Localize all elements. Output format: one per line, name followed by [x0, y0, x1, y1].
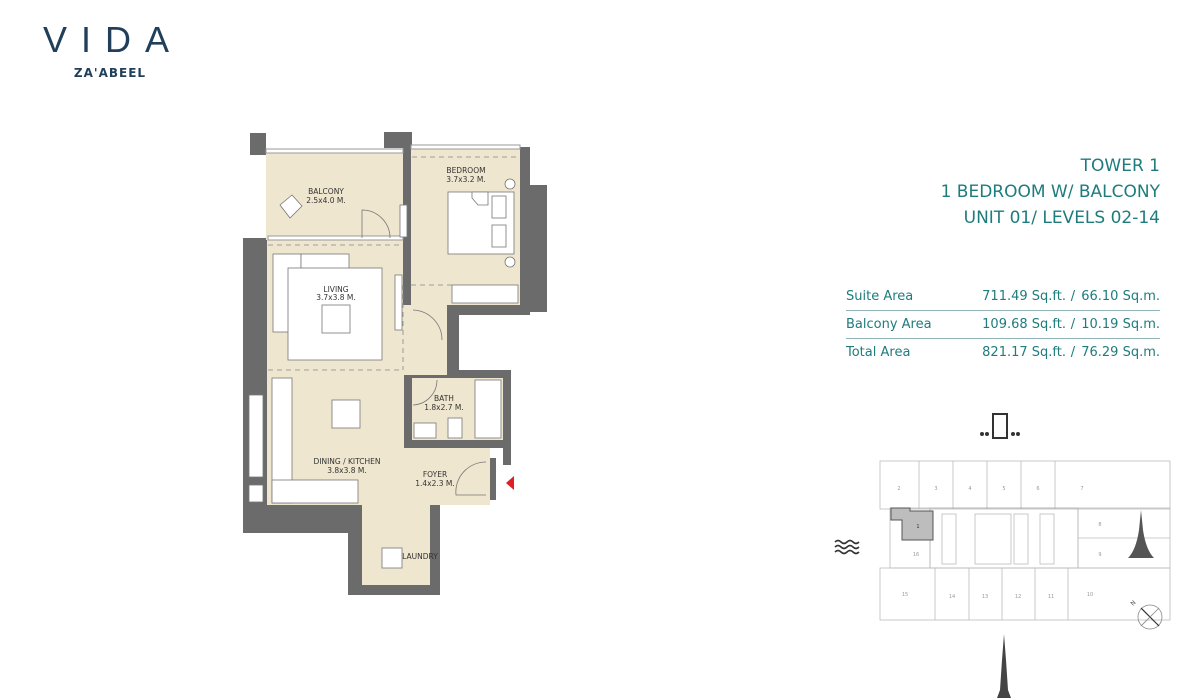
unit-type: 1 BEDROOM W/ BALCONY: [940, 182, 1160, 202]
sink: [413, 422, 437, 439]
brand-location: ZA'ABEEL: [73, 66, 147, 80]
north-compass-icon: N: [1129, 599, 1163, 630]
bathtub: [474, 379, 502, 439]
area-row-total: Total Area 821.17 Sq.ft. / 76.29 Sq.m.: [846, 339, 1160, 366]
area-label: Suite Area: [846, 289, 914, 304]
hall-floor: [403, 305, 447, 375]
balcony-floor: [266, 152, 403, 240]
svg-text:2: 2: [897, 486, 900, 492]
tower-title: TOWER 1: [1080, 156, 1160, 176]
bath-door: [412, 379, 438, 406]
area-label: Balcony Area: [846, 317, 932, 332]
windows: [265, 144, 521, 241]
svg-text:3: 3: [934, 486, 937, 492]
entrance-marker-icon: [506, 476, 514, 490]
area-separator: /: [1070, 345, 1076, 360]
coffee-table: [321, 304, 351, 334]
svg-text:9: 9: [1098, 552, 1101, 558]
area-label: Total Area: [846, 345, 911, 360]
area-sqm: 76.29 Sq.m.: [1081, 345, 1160, 360]
svg-text:14: 14: [949, 594, 955, 600]
key-plan: [879, 413, 1171, 621]
area-sqft: 821.17 Sq.ft.: [982, 345, 1066, 360]
doors: [412, 309, 487, 496]
area-separator: /: [1070, 317, 1076, 332]
room-name-dining-kitchen: DINING / KITCHEN: [313, 457, 380, 466]
laundry-floor: [362, 505, 430, 585]
area-sqft: 109.68 Sq.ft.: [982, 317, 1066, 332]
tv-unit: [394, 274, 403, 331]
room-size-bath: 1.8x2.7 M.: [424, 403, 464, 412]
room-labels: BALCONY 2.5x4.0 M. BEDROOM 3.7x3.2 M. LI…: [306, 166, 486, 561]
area-sqm: 66.10 Sq.m.: [1081, 289, 1160, 304]
room-name-laundry: LAUNDRY: [402, 552, 438, 561]
room-name-balcony: BALCONY: [308, 187, 344, 196]
room-size-bedroom: 3.7x3.2 M.: [446, 175, 486, 184]
foyer-floor: [404, 448, 490, 505]
area-table: Suite Area 711.49 Sq.ft. / 66.10 Sq.m. B…: [846, 283, 1160, 366]
svg-text:15: 15: [902, 592, 908, 598]
highlighted-unit: [890, 507, 934, 541]
svg-text:6: 6: [1036, 486, 1039, 492]
wardrobe: [451, 284, 519, 304]
furniture: [248, 178, 519, 569]
svg-text:4: 4: [968, 486, 971, 492]
balcony-chair: [279, 194, 303, 219]
unit-info: TOWER 1 1 BEDROOM W/ BALCONY UNIT 01/ LE…: [941, 153, 1160, 231]
bedroom-door: [412, 309, 443, 341]
room-size-living: 3.7x3.8 M.: [316, 293, 356, 302]
kitchen-tall-unit: [248, 394, 264, 478]
area-separator: /: [1070, 289, 1076, 304]
svg-text:8: 8: [1098, 522, 1101, 528]
entry-door: [455, 461, 487, 496]
balcony-door: [361, 209, 391, 239]
svg-text:13: 13: [982, 594, 988, 600]
svg-text:10: 10: [1087, 592, 1093, 598]
room-size-balcony: 2.5x4.0 M.: [306, 196, 346, 205]
svg-text:5: 5: [1002, 486, 1005, 492]
brand-logo: VIDA ZA'ABEEL: [30, 19, 190, 81]
room-name-bedroom: BEDROOM: [446, 166, 485, 175]
room-size-dining-kitchen: 3.8x3.8 M.: [327, 466, 367, 475]
north-label: N: [1129, 599, 1137, 607]
washing-machine: [381, 547, 403, 569]
svg-text:16: 16: [913, 552, 919, 558]
bedroom-tv: [399, 204, 408, 238]
water-waves-icon: [834, 539, 860, 555]
tower-icon: [1128, 510, 1154, 558]
svg-text:11: 11: [1048, 594, 1054, 600]
building-icon: [980, 413, 1020, 439]
room-name-living: LIVING: [323, 285, 348, 294]
room-size-foyer: 1.4x2.3 M.: [415, 479, 455, 488]
area-row-suite: Suite Area 711.49 Sq.ft. / 66.10 Sq.m.: [846, 283, 1160, 311]
area-sqft: 711.49 Sq.ft.: [982, 289, 1066, 304]
svg-text:7: 7: [1080, 486, 1083, 492]
unit-levels: UNIT 01/ LEVELS 02-14: [963, 208, 1160, 228]
room-name-bath: BATH: [434, 394, 454, 403]
burj-khalifa-icon: [997, 634, 1011, 698]
brand-name: VIDA: [42, 19, 184, 60]
area-sqm: 10.19 Sq.m.: [1081, 317, 1160, 332]
key-plan-unit-numbers: 2 3 4 5 6 7 1 8 9 16 15 14 13 12 11 10: [897, 486, 1101, 600]
area-row-balcony: Balcony Area 109.68 Sq.ft. / 10.19 Sq.m.: [846, 311, 1160, 339]
svg-text:12: 12: [1015, 594, 1021, 600]
toilet: [447, 417, 463, 439]
room-dividers: [268, 156, 520, 371]
room-name-foyer: FOYER: [423, 470, 447, 479]
highlighted-unit-number: 1: [916, 524, 919, 530]
dining-table: [331, 399, 361, 429]
